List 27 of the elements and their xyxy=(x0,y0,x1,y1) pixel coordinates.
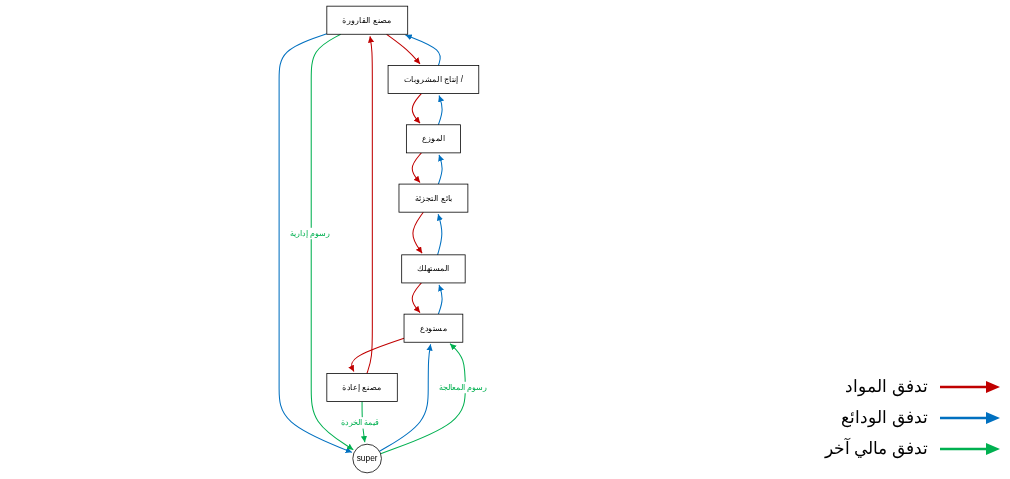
arrow xyxy=(404,34,441,66)
arrow xyxy=(278,33,353,453)
arrow xyxy=(386,33,421,65)
node-box: الموزع xyxy=(406,124,461,154)
node-box: المستهلك xyxy=(401,254,466,284)
arrow xyxy=(436,213,443,256)
node-box: بائع التجزئة xyxy=(398,183,469,213)
arrow xyxy=(412,211,424,254)
arrow xyxy=(380,343,466,455)
arrow xyxy=(378,343,433,452)
arrow xyxy=(366,35,375,374)
arrow xyxy=(437,154,445,185)
arrow xyxy=(411,282,422,314)
legend-text: تدفق المواد xyxy=(845,376,928,397)
arrow xyxy=(411,93,422,124)
arrow xyxy=(348,337,405,373)
arrow xyxy=(310,33,354,451)
arrow xyxy=(411,152,422,184)
node-box: مصنع إعادة xyxy=(326,373,398,402)
arrow xyxy=(437,95,445,126)
node-box: مصنع القارورة xyxy=(326,5,409,35)
legend-text: تدفق الودائع xyxy=(841,407,928,428)
node-box: مستودع xyxy=(403,313,464,343)
node-circle: super xyxy=(352,443,382,474)
legend-text: تدفق مالي آخر xyxy=(824,438,928,459)
arrow xyxy=(437,284,445,315)
node-box: إنتاج المشروبات / xyxy=(387,65,480,94)
